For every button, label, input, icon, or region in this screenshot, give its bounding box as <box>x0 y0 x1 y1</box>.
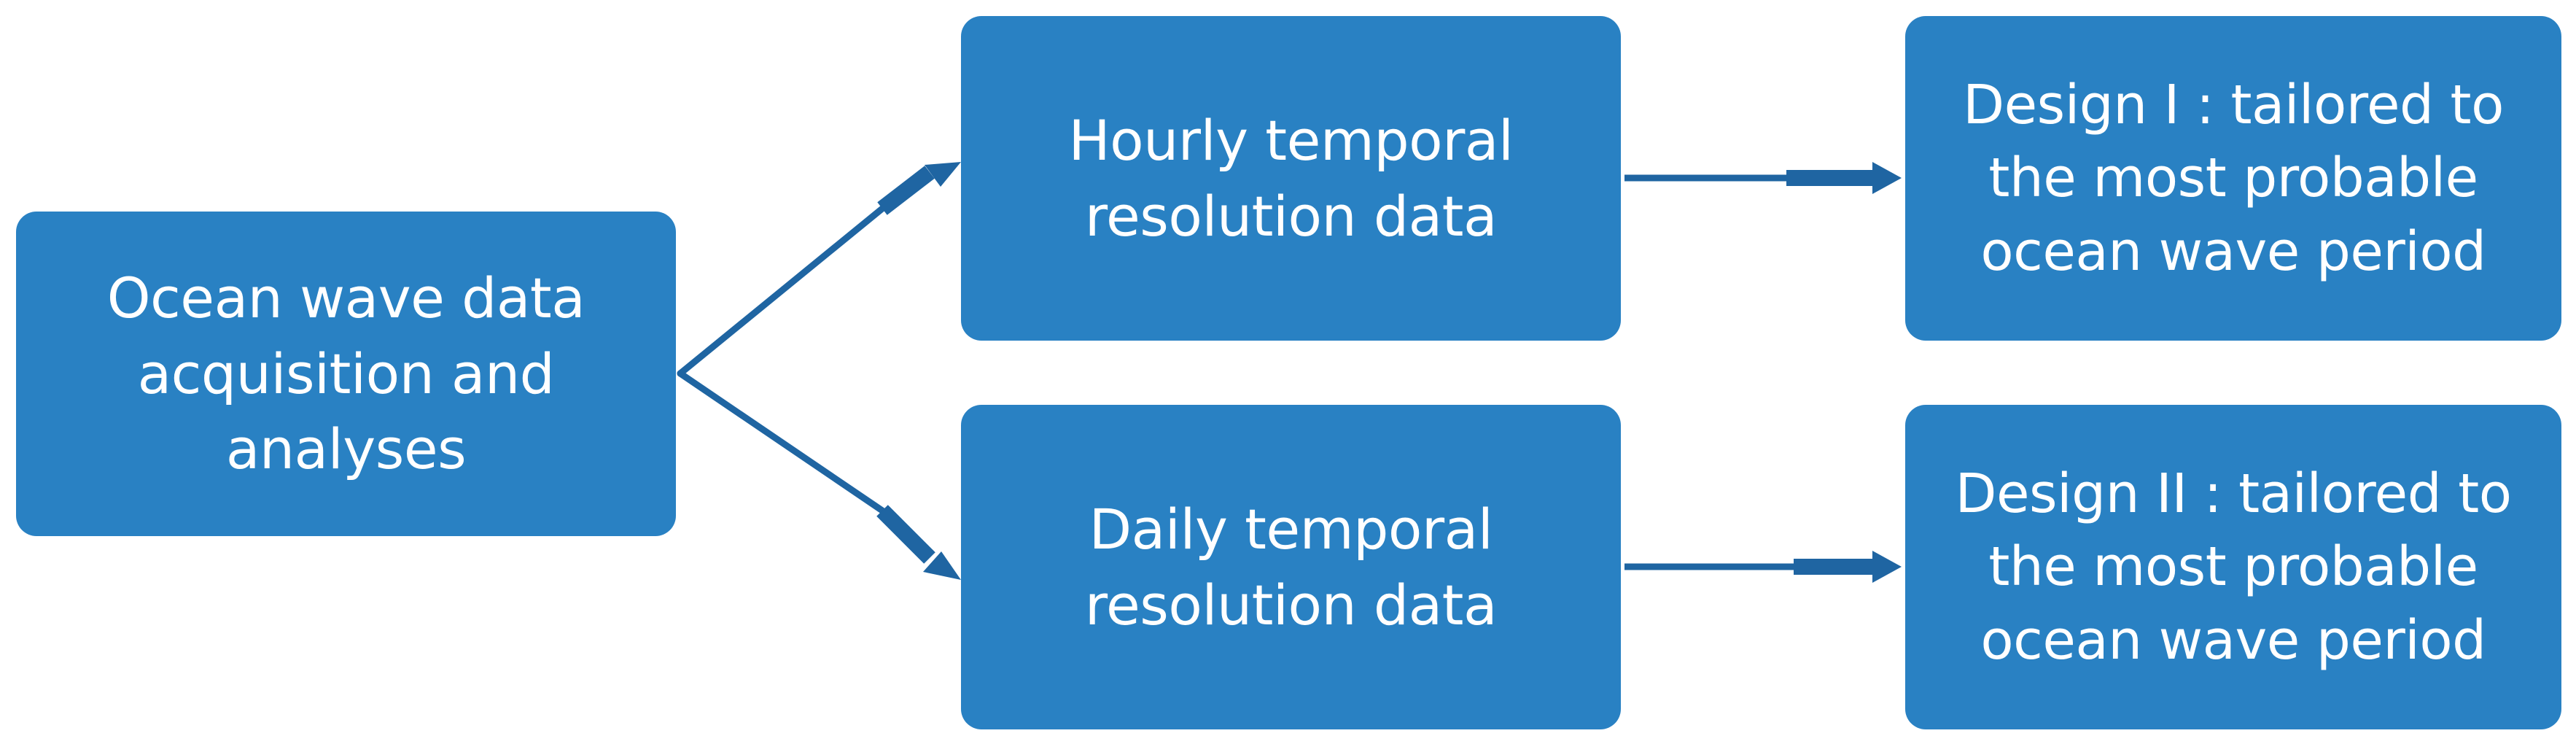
node-daily-temporal-resolution: Daily temporal resolution data <box>961 405 1621 729</box>
arrow-acquisition-to-daily <box>677 370 961 580</box>
node-label-line: resolution data <box>1084 183 1498 249</box>
node-label-line: Design I : tailored to <box>1963 73 2504 136</box>
node-label-line: ocean wave period <box>1980 220 2486 283</box>
arrow-daily-to-design2 <box>1624 551 1902 583</box>
node-label-line: Ocean wave data <box>106 266 585 331</box>
node-label-line: ocean wave period <box>1980 608 2486 672</box>
node-ocean-wave-data-acquisition: Ocean wave data acquisition and analyses <box>16 212 676 536</box>
node-label-line: acquisition and <box>137 341 555 406</box>
node-label-line: resolution data <box>1084 572 1498 638</box>
node-label-line: analyses <box>225 416 467 482</box>
arrow-acquisition-to-hourly <box>677 162 961 377</box>
node-label-line: the most probable <box>1988 535 2478 599</box>
arrow-hourly-to-design1 <box>1624 162 1902 194</box>
node-label-line: Daily temporal <box>1089 497 1493 562</box>
node-design-1: Design I : tailored to the most probable… <box>1905 16 2561 341</box>
node-design-2: Design II : tailored to the most probabl… <box>1905 405 2561 729</box>
node-hourly-temporal-resolution: Hourly temporal resolution data <box>961 16 1621 341</box>
node-label-line: Design II : tailored to <box>1955 462 2512 525</box>
node-label-line: the most probable <box>1988 147 2478 210</box>
node-label-line: Hourly temporal <box>1068 108 1514 174</box>
